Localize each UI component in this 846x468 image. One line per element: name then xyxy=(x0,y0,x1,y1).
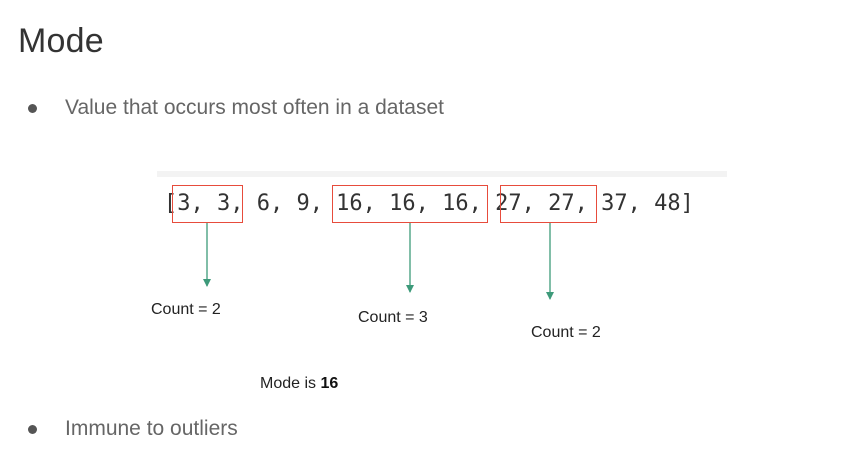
bullet-text: Immune to outliers xyxy=(65,417,238,440)
slide-title: Mode xyxy=(18,22,104,60)
bullet-dot xyxy=(28,104,37,113)
count-label-3s: Count = 2 xyxy=(151,301,221,318)
bullet-text: Value that occurs most often in a datase… xyxy=(65,96,444,119)
mode-result-prefix: Mode is xyxy=(260,375,321,392)
highlight-box-16s xyxy=(332,185,488,223)
mode-result-value: 16 xyxy=(320,375,339,392)
example-array: [3, 3, 6, 9, 16, 16, 16, 27, 27, 37, 48] xyxy=(164,191,694,216)
count-label-27s: Count = 2 xyxy=(531,324,601,341)
code-background-band xyxy=(157,171,727,177)
mode-result: Mode is 16 xyxy=(260,375,338,393)
highlight-box-3s xyxy=(172,185,243,223)
highlight-box-27s xyxy=(500,185,597,223)
count-label-16s: Count = 3 xyxy=(358,309,428,326)
bullet-dot xyxy=(28,425,37,434)
